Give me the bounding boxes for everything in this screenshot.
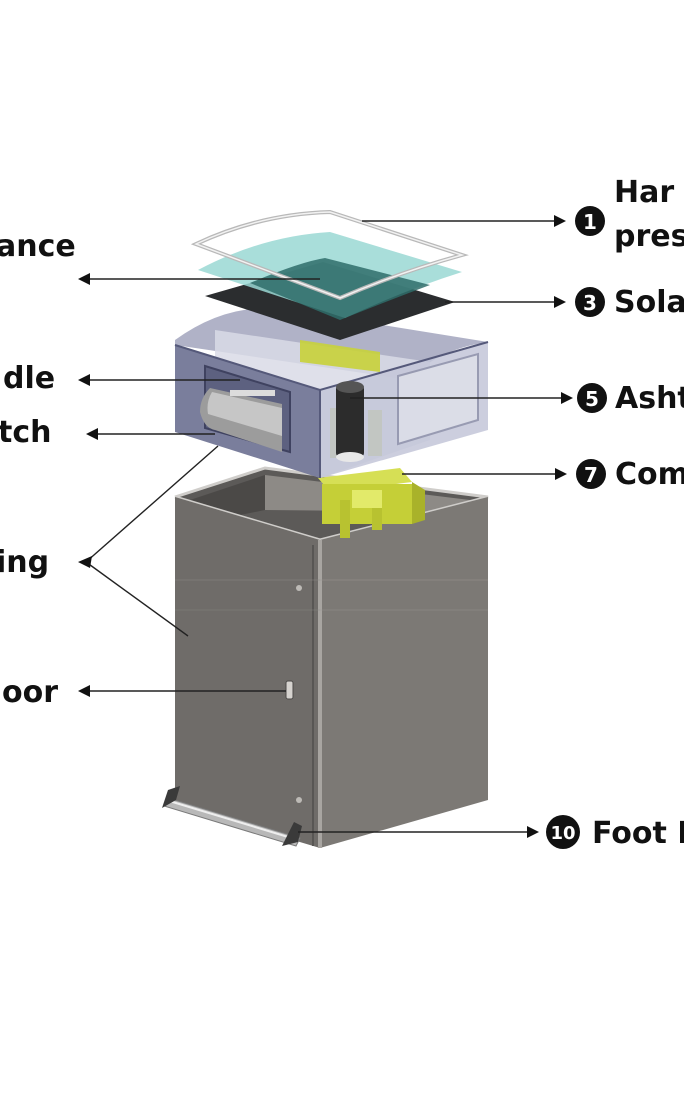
handle-roll-highlight [207, 392, 282, 436]
cabinet-front-face [175, 497, 320, 848]
top-panels [190, 209, 469, 340]
badge-5 [577, 383, 607, 413]
arrow-r1 [554, 215, 566, 227]
ashtray-top [336, 381, 364, 393]
badge-10 [546, 815, 580, 849]
arrow-l2 [78, 374, 90, 386]
label-l1: ance [0, 229, 76, 264]
top-housing [174, 308, 489, 478]
badge-1-number: 1 [583, 210, 597, 234]
inner-yellow-part [300, 340, 380, 372]
arrow-l5 [78, 685, 90, 697]
label-r3: Sola [614, 285, 684, 320]
label-l2: dle [3, 361, 55, 396]
arrow-l4 [78, 556, 92, 568]
ashtray-base [336, 452, 364, 462]
glass-tint [250, 258, 430, 320]
label-r1-line1: Har [614, 175, 674, 210]
arrow-r10 [527, 826, 539, 838]
cabinet-right-face [320, 497, 488, 848]
housing-side-window [397, 352, 479, 446]
ashtray-cylinder [336, 385, 364, 457]
badge-7 [576, 459, 606, 489]
leader-lines [78, 215, 573, 838]
leader-line-l4a [85, 445, 219, 563]
door-lock-slot [285, 680, 294, 700]
label-r7: Com [615, 457, 684, 492]
foot-pedal [162, 786, 302, 847]
arrow-r3 [554, 296, 566, 308]
arrow-r5 [561, 392, 573, 404]
cabinet-body [174, 466, 489, 848]
handle-bar [230, 390, 275, 396]
label-r10: Foot I [592, 816, 684, 851]
right-callouts: 1 Har pres 3 Sola 5 Asht 7 Com 10 Foot I [546, 175, 684, 851]
arrow-l1 [78, 273, 90, 285]
left-labels: ance dle tch ing oor [0, 229, 76, 710]
badge-1 [575, 206, 605, 236]
label-r1-line2: pres [614, 219, 684, 254]
badge-7-number: 7 [584, 463, 598, 487]
badge-3-number: 3 [583, 291, 597, 315]
label-l5: oor [2, 675, 58, 710]
arrow-l3 [86, 428, 98, 440]
leader-line-l4b [85, 561, 189, 637]
door-screw [296, 797, 302, 803]
badge-3 [575, 287, 605, 317]
badge-10-number: 10 [550, 823, 575, 844]
door-screw [296, 585, 302, 591]
badge-5-number: 5 [585, 387, 599, 411]
arrow-r7 [555, 468, 567, 480]
label-l3: tch [0, 415, 51, 450]
label-r5: Asht [615, 381, 684, 416]
hard-frame-highlight [194, 211, 465, 299]
compression-mechanism [318, 468, 425, 538]
label-l4: ing [0, 545, 49, 580]
